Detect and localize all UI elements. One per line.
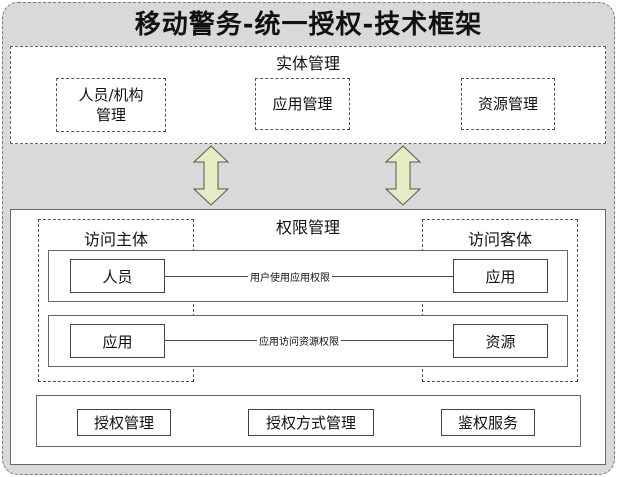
app-management-box: 应用管理 [255, 78, 350, 130]
object-app-box: 应用 [453, 259, 548, 293]
right-double-arrow [384, 145, 422, 206]
permission-management-label: 权限管理 [275, 218, 340, 237]
object-resource-box: 资源 [453, 324, 548, 358]
authorization-method-management-box: 授权方式管理 [248, 409, 374, 436]
access-subject-label: 访问主体 [83, 230, 148, 249]
access-object-label: 访问客体 [467, 230, 532, 249]
left-double-arrow [192, 145, 230, 206]
entity-management-label: 实体管理 [275, 54, 340, 73]
authorization-management-box: 授权管理 [77, 409, 171, 436]
diagram-title: 移动警务-统一授权-技术框架 [134, 10, 483, 40]
resource-management-box: 资源管理 [461, 78, 555, 130]
subject-app-box: 应用 [70, 324, 165, 358]
relation-label-2: 应用访问资源权限 [257, 333, 341, 348]
subject-person-box: 人员 [70, 259, 165, 293]
relation-label-1: 用户使用应用权限 [248, 269, 332, 284]
person-org-management-box: 人员/机构 管理 [56, 78, 166, 132]
authentication-service-box: 鉴权服务 [441, 409, 535, 436]
